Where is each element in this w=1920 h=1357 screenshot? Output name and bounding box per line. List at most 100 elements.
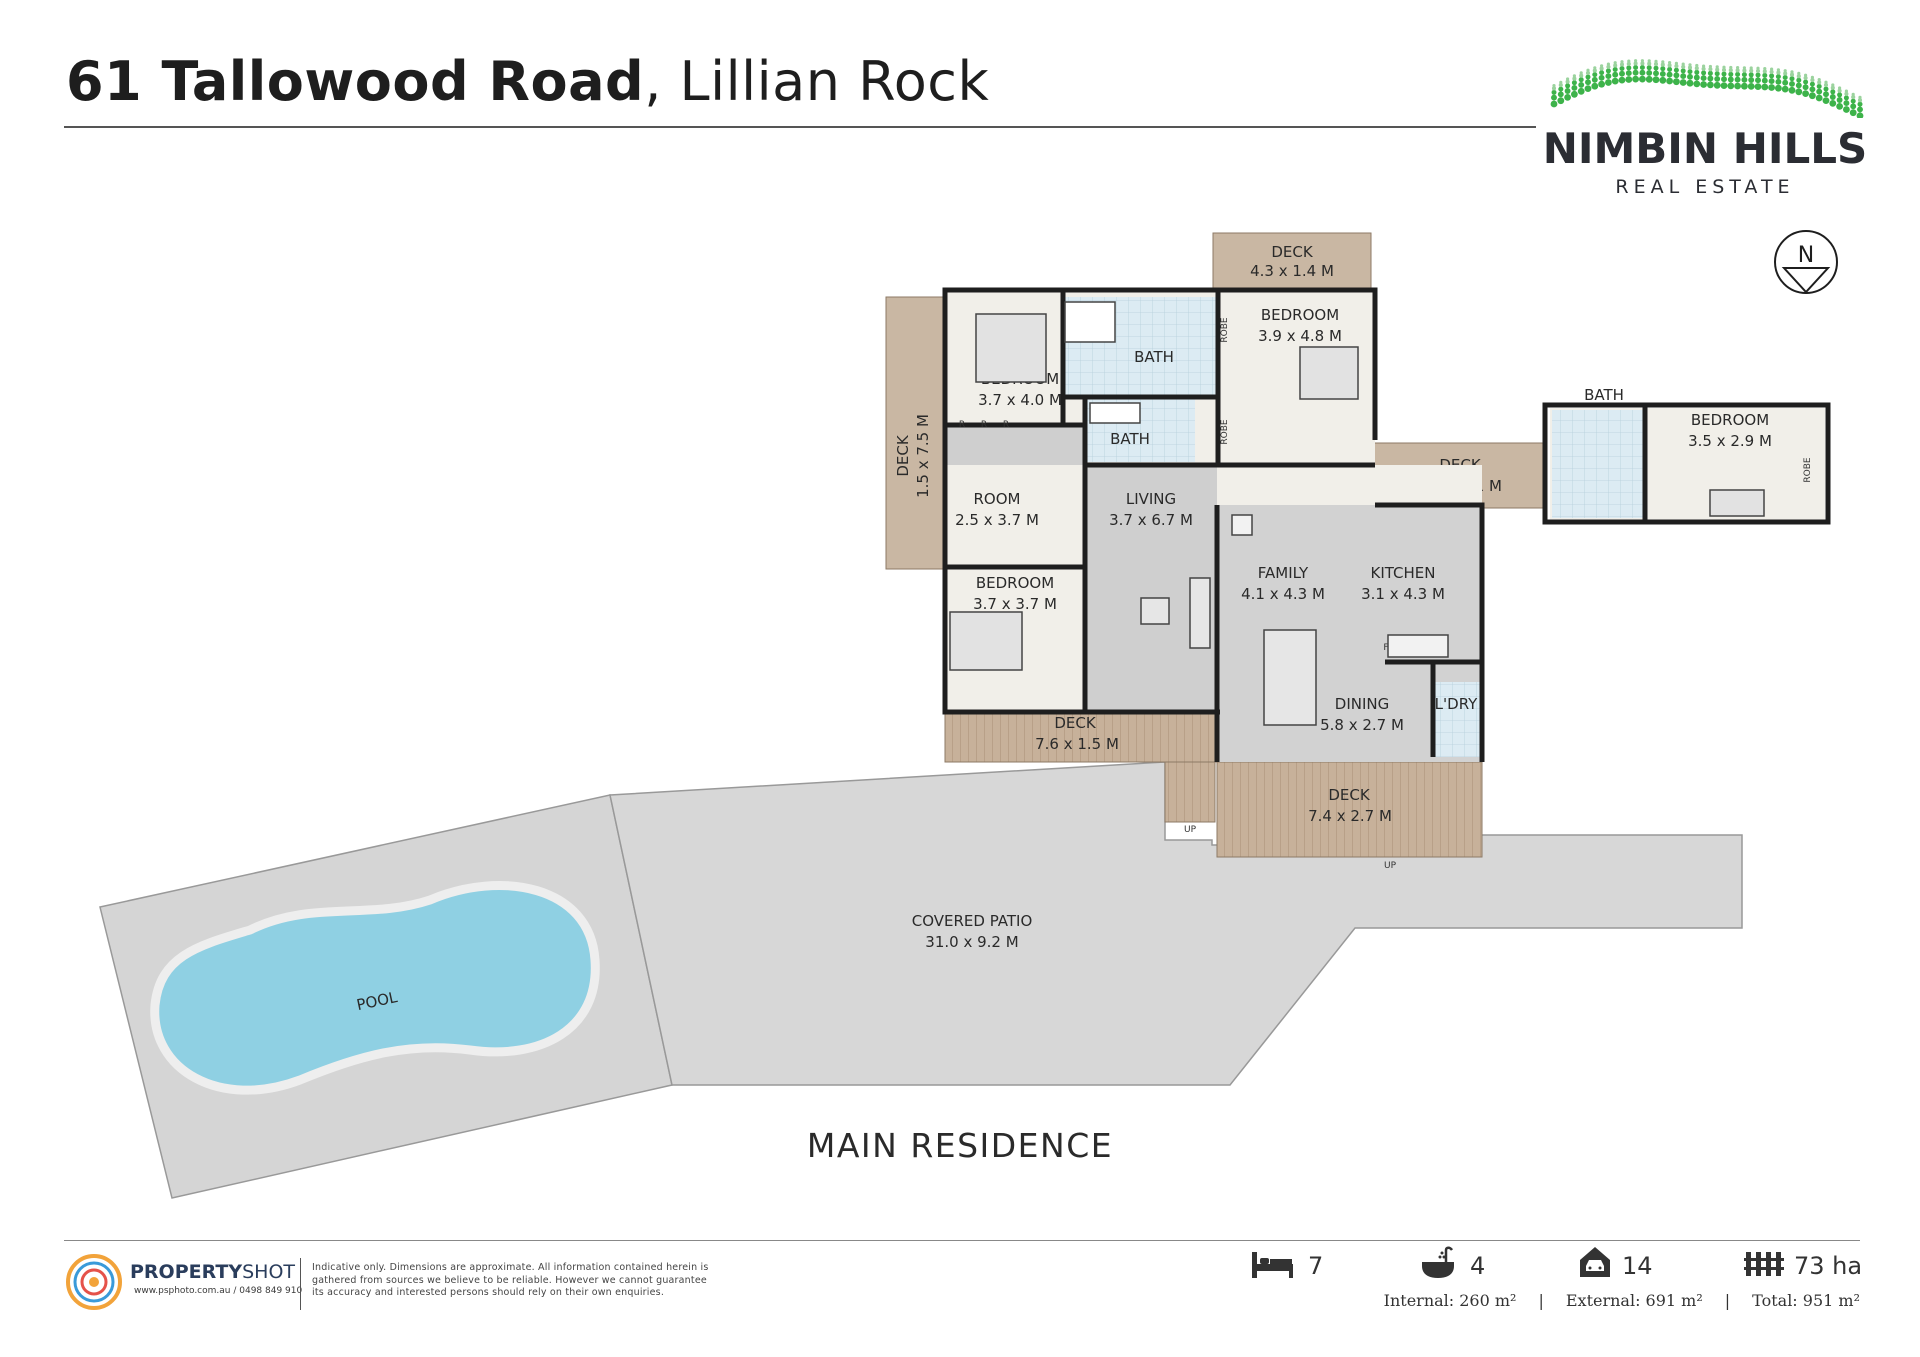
logo-dot: [1599, 66, 1604, 71]
bedroom-east-label: BEDROOM: [1691, 411, 1769, 429]
logo-dot: [1836, 103, 1843, 110]
logo-dot: [1708, 67, 1713, 72]
north-arrow-icon: N: [1774, 230, 1838, 294]
logo-dot: [1653, 65, 1659, 71]
logo-dot: [1557, 91, 1564, 98]
bedroom-3-size: 3.7 x 3.7 M: [973, 595, 1057, 613]
logo-dot: [1661, 60, 1665, 64]
logo-dot: [1700, 81, 1707, 88]
logo-dot: [1789, 80, 1795, 87]
logo-dot: [1803, 75, 1808, 81]
bedroom-2-size: 3.9 x 4.8 M: [1258, 327, 1342, 345]
logo-dot: [1571, 80, 1577, 86]
logo-dot: [1668, 61, 1672, 65]
east-bath-floor: [1552, 410, 1645, 518]
property-title: 61 Tallowood Road, Lillian Rock: [66, 50, 989, 113]
logo-dot: [1747, 83, 1755, 90]
logo-dot: [1823, 91, 1829, 98]
furniture: [949, 301, 1765, 726]
logo-dot: [1633, 65, 1639, 70]
logo-dot: [1721, 67, 1727, 73]
logo-dot: [1734, 76, 1741, 83]
logo-dot: [1613, 63, 1618, 68]
propertyshot-brand: PROPERTYSHOT: [130, 1261, 295, 1283]
logo-dot: [1829, 100, 1837, 107]
logo-dot: [1844, 89, 1848, 93]
logo-dot: [1598, 80, 1605, 88]
kitchen-size: 3.1 x 4.3 M: [1361, 585, 1445, 603]
logo-dot: [1763, 67, 1767, 71]
logo-dot: [1619, 70, 1625, 77]
logo-dot: [1707, 81, 1714, 89]
logo-dot: [1823, 86, 1829, 92]
east-bath-label: BATH: [1584, 386, 1624, 404]
robe-label-3: ROBE: [1803, 457, 1813, 483]
logo-dot: [1836, 97, 1843, 103]
logo-dot: [1761, 77, 1768, 84]
logo-dot: [1707, 75, 1714, 82]
parking-count: 14: [1622, 1252, 1653, 1280]
logo-dot: [1748, 77, 1755, 83]
deck-south-east-size: 7.4 x 2.7 M: [1308, 807, 1392, 825]
logo-dot: [1713, 81, 1721, 89]
logo-dot: [1849, 109, 1857, 117]
logo-dot: [1673, 72, 1680, 79]
logo-dot: [1736, 66, 1740, 70]
logo-dot: [1817, 80, 1822, 85]
logo-dot: [1769, 73, 1775, 79]
logo-dot: [1591, 82, 1599, 90]
logo-dot: [1775, 84, 1782, 92]
logo-dot: [1633, 61, 1638, 66]
logo-dot: [1802, 90, 1809, 97]
logo-dot: [1585, 74, 1591, 80]
deck-west: [885, 296, 945, 570]
logo-dot: [1687, 73, 1693, 80]
logo-dot: [1809, 81, 1815, 87]
logo-dot: [1722, 65, 1726, 69]
brand-bold: PROPERTY: [130, 1261, 243, 1283]
logo-dot: [1783, 69, 1787, 73]
logo-dot: [1729, 65, 1733, 70]
logo-dot: [1578, 81, 1585, 88]
logo-dot: [1701, 70, 1707, 76]
plan-caption: MAIN RESIDENCE: [806, 1126, 1114, 1165]
logo-dot: [1768, 78, 1775, 85]
deck-south-west: [944, 711, 1221, 763]
logo-dot: [1598, 74, 1605, 81]
logo-dot: [1566, 77, 1570, 81]
logo-dot: [1856, 112, 1864, 118]
logo-dot: [1831, 83, 1835, 87]
logo-dot: [1776, 70, 1781, 75]
logo-dot: [1817, 78, 1821, 82]
logo-dot: [1654, 59, 1658, 63]
logo-dot: [1809, 86, 1816, 93]
logo-dot: [1857, 101, 1863, 107]
logo-dot: [1707, 70, 1713, 76]
logo-dot: [1795, 82, 1802, 89]
logo-dot: [1591, 76, 1598, 83]
logo-dot: [1734, 82, 1741, 90]
robe-label-2: ROBE: [1220, 419, 1230, 445]
internal-area: Internal: 260 m²: [1383, 1291, 1517, 1310]
logo-dot: [1666, 71, 1673, 78]
logo-dot: [1605, 68, 1611, 74]
family-label: FAMILY: [1258, 564, 1309, 582]
logo-dot: [1789, 76, 1795, 82]
logo-dot: [1572, 74, 1576, 78]
logo-dot: [1693, 74, 1700, 81]
compass-letter: N: [1798, 243, 1814, 268]
logo-dot: [1571, 90, 1578, 98]
logo-dot: [1645, 75, 1653, 83]
garage-icon: [1580, 1247, 1610, 1277]
deck-up-label: UP: [1384, 861, 1397, 871]
logo-dot: [1761, 83, 1769, 91]
logo-dot: [1727, 76, 1734, 83]
logo-dot: [1728, 71, 1734, 77]
logo-dot: [1673, 78, 1680, 86]
logo-dot: [1851, 92, 1855, 96]
logo-dot: [1585, 70, 1591, 76]
logo-dot: [1652, 76, 1660, 84]
logo-dot: [1632, 69, 1639, 76]
logo-dot: [1741, 82, 1748, 90]
logo-dot: [1647, 61, 1652, 66]
